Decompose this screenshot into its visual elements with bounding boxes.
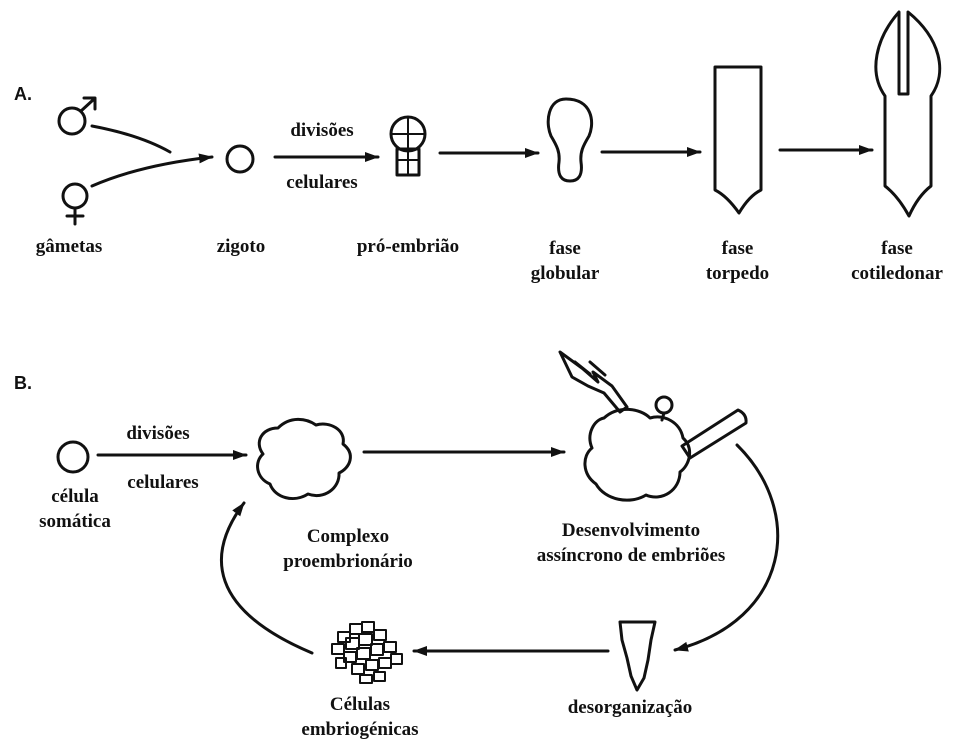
proembryonic-complex-label: Complexo proembrionário [283, 526, 413, 572]
disorganized-embryo-icon [618, 620, 657, 692]
proembryo-label: pró-embrião [356, 236, 460, 257]
embryogenic-cells-icon [331, 621, 403, 684]
division-arrow-top-label-b: divisões [126, 423, 190, 444]
division-arrow-bottom-label-a: celulares [286, 172, 358, 193]
somatic-cell-icon [56, 440, 90, 474]
arrow-back-to-complex [219, 501, 314, 655]
male-gamete-arrow [90, 124, 172, 154]
disorganization-label: desorganização [567, 697, 693, 718]
asynchronous-development-label: Desenvolvimento assíncrono de embriões [536, 520, 726, 566]
female-gamete-arrow [90, 153, 214, 188]
proembryo-icon [389, 115, 427, 177]
torpedo-stage-label: fase torpedo [705, 238, 770, 284]
cotyledonary-stage-icon [874, 10, 942, 218]
zygote-label: zigoto [216, 236, 266, 257]
section-a-marker: A. [14, 84, 32, 104]
gametes-label: gâmetas [35, 236, 103, 257]
torpedo-stage-icon [713, 65, 763, 215]
globular-stage-icon [546, 97, 594, 183]
embryogenic-cells-label: Células embriogénicas [301, 694, 419, 740]
proembryonic-complex-icon [256, 417, 352, 500]
arrow-to-disorganization [673, 443, 780, 652]
somatic-cell-label: célula somática [39, 486, 111, 532]
male-symbol-icon [57, 96, 97, 136]
division-arrow-top-label-a: divisões [290, 120, 354, 141]
division-arrow-bottom-label-b: celulares [127, 472, 199, 493]
female-symbol-icon [61, 182, 89, 226]
globular-stage-label: fase globular [530, 238, 600, 284]
asynchronous-embryos-icon [558, 350, 748, 502]
section-b-marker: B. [14, 373, 32, 393]
cotyledonary-stage-label: fase cotiledonar [851, 238, 943, 284]
zygote-icon [225, 144, 255, 174]
